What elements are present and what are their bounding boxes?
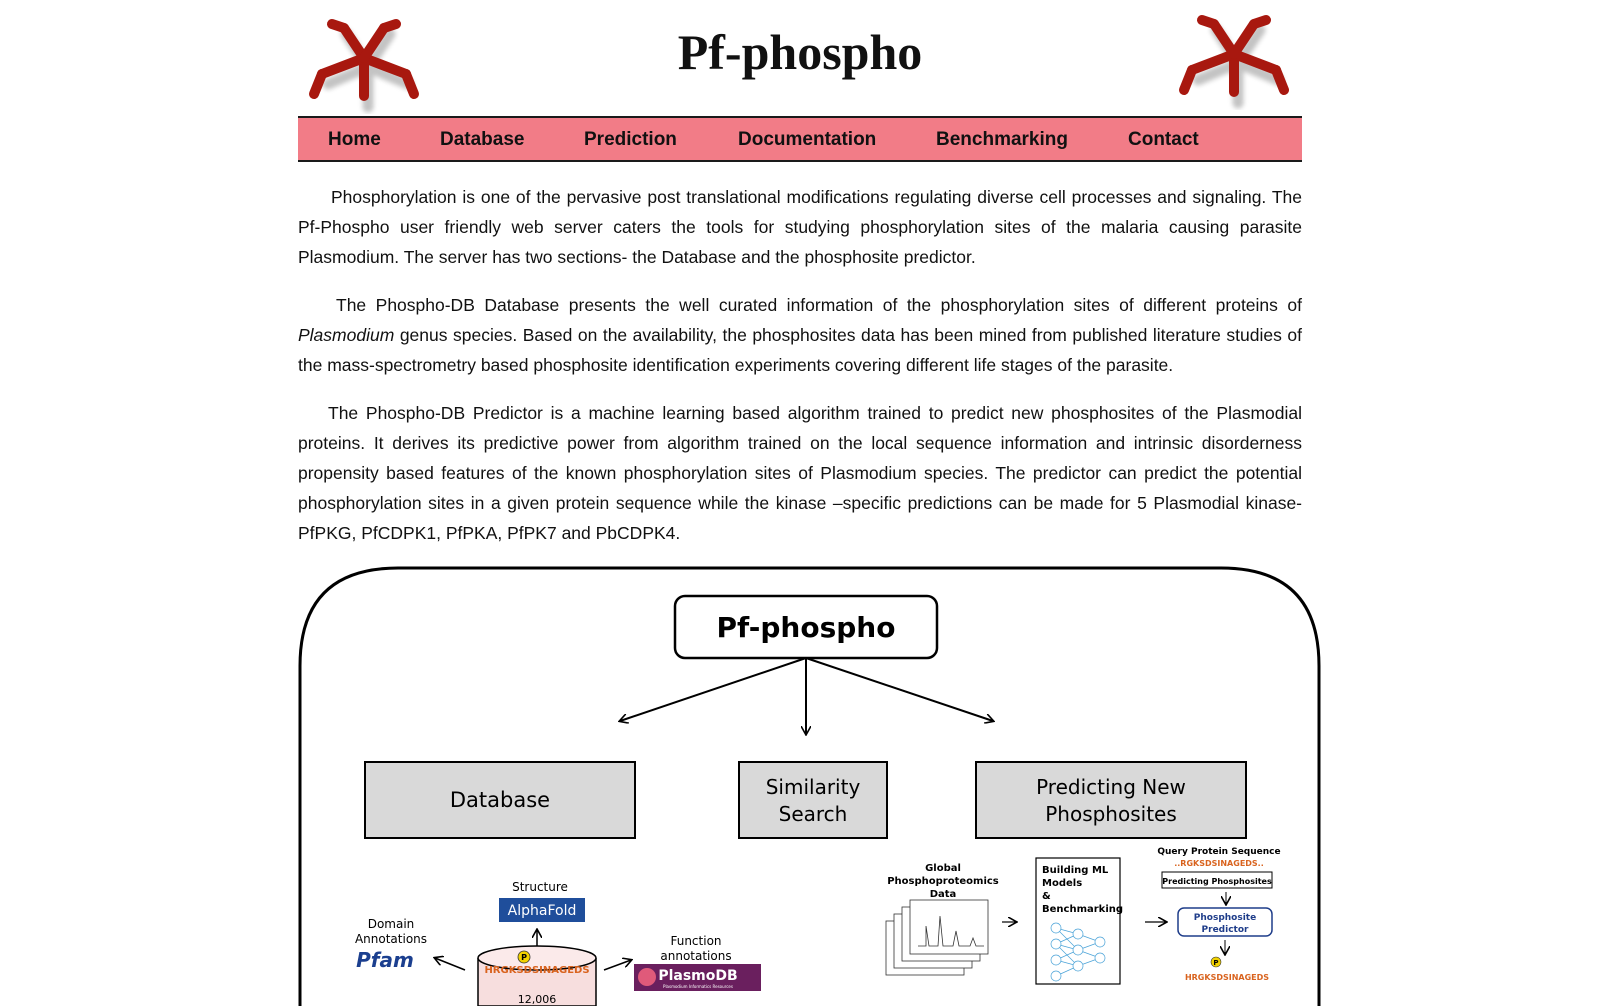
- predicting-phosphosites-label: Predicting Phosphosites: [1162, 877, 1272, 886]
- predict-box-label-1: Predicting New: [1036, 775, 1186, 799]
- ml-label-1: Building ML: [1042, 865, 1109, 876]
- root-label: Pf-phospho: [717, 611, 896, 644]
- site-header: Pf-phospho: [298, 0, 1302, 116]
- global-label-3: Data: [930, 889, 957, 900]
- pfam-logo: Pfam: [356, 948, 414, 972]
- nav-home[interactable]: Home: [328, 129, 381, 150]
- phospho-molecule-icon: [309, 19, 419, 113]
- workflow-figure: Pf-phospho Database Similarity Search Pr…: [298, 566, 1321, 1006]
- function-label-1: Function: [670, 934, 721, 948]
- database-box-label: Database: [450, 788, 550, 812]
- plasmodb-logo: PlasmoDB: [658, 968, 737, 984]
- ml-label-3: &: [1042, 891, 1051, 902]
- query-sequence: ..RGKSDSINAGEDS..: [1174, 859, 1264, 868]
- domain-label-1: Domain: [368, 917, 415, 931]
- database-cylinder-top: [477, 945, 597, 971]
- intro-paragraph: Phosphorylation is one of the pervasive …: [298, 187, 1302, 267]
- global-label-1: Global: [925, 863, 961, 874]
- phosphosite-predictor-label-1: Phosphosite: [1194, 913, 1256, 923]
- main-nav: Home Database Prediction Documentation B…: [298, 116, 1302, 162]
- figure-frame: [298, 566, 1321, 1006]
- query-title: Query Protein Sequence: [1157, 847, 1280, 857]
- predict-box-label-2: Phosphosites: [1045, 802, 1177, 826]
- alphafold-logo-bg: [499, 898, 585, 922]
- function-label-2: annotations: [660, 949, 731, 963]
- phosphosite-predictor-box: [1177, 907, 1273, 937]
- predictor-paragraph: The Phospho-DB Predictor is a machine le…: [298, 403, 1302, 543]
- alphafold-logo: AlphaFold: [508, 903, 577, 919]
- nav-documentation[interactable]: Documentation: [738, 129, 877, 150]
- intro-content: Phosphorylation is one of the pervasive …: [298, 182, 1302, 566]
- mass-spectra-icon: [885, 899, 989, 976]
- similarity-box-label-2: Search: [779, 802, 848, 826]
- arrow-to-domain: [435, 958, 466, 971]
- output-phospho-marker-icon: [1210, 956, 1222, 968]
- database-paragraph-rest: genus species. Based on the availability…: [298, 325, 1302, 375]
- domain-label-2: Annotations: [355, 932, 427, 946]
- phospho-marker-label: P: [521, 953, 527, 962]
- page: Pf-phospho Home Database Prediction Docu…: [298, 0, 1321, 1006]
- nav-benchmarking[interactable]: Benchmarking: [936, 129, 1068, 150]
- phospho-marker-icon: [517, 950, 531, 964]
- database-box: [364, 761, 636, 839]
- database-paragraph-lead: The Phospho-DB Database presents the wel…: [336, 295, 1302, 315]
- plasmodb-tagline: Plasmodium Informatics Resources: [663, 984, 733, 989]
- nav-contact[interactable]: Contact: [1128, 129, 1199, 150]
- database-cylinder: [477, 958, 597, 1006]
- similarity-box-label-1: Similarity: [766, 775, 861, 799]
- ml-label-4: Benchmarking: [1042, 904, 1123, 915]
- phosphosite-predictor-label-2: Predictor: [1202, 925, 1249, 935]
- output-phospho-marker-label: P: [1213, 959, 1218, 967]
- nav-prediction[interactable]: Prediction: [584, 129, 677, 150]
- ml-label-2: Models: [1042, 878, 1082, 889]
- arrow-to-predict: [805, 657, 993, 721]
- phospho-molecule-icon: [1179, 15, 1289, 109]
- nav-database[interactable]: Database: [440, 129, 525, 150]
- predict-box: [975, 761, 1247, 839]
- neural-network-icon: [1050, 922, 1106, 982]
- plasmodium-italic: Plasmodium: [298, 325, 395, 345]
- database-paragraph: The Phospho-DB Database presents the wel…: [298, 290, 1302, 380]
- output-sequence: HRGKSDSINAGEDS: [1185, 973, 1269, 982]
- site-title: Pf-phospho: [677, 24, 923, 80]
- predicting-phosphosites-box: [1161, 871, 1273, 889]
- global-label-2: Phosphoproteomics: [887, 876, 999, 887]
- structure-label: Structure: [512, 880, 568, 894]
- plasmodb-parasite-icon: [638, 968, 656, 986]
- database-sequence: HRGKSDSINAGEDS: [484, 965, 589, 976]
- similarity-box: [738, 761, 888, 839]
- arrow-to-database: [620, 657, 807, 721]
- arrow-to-function: [603, 960, 631, 971]
